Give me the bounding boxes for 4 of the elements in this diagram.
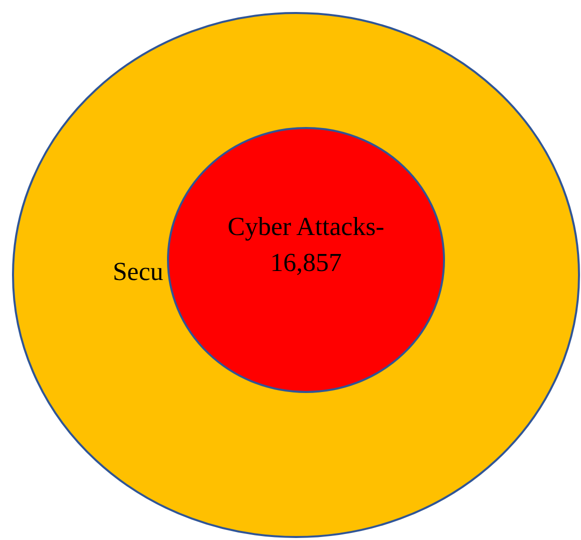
ring-label: Cyber Attacks- 16,857: [226, 211, 386, 279]
inner-circle: [167, 127, 445, 393]
outer-ellipse: [12, 12, 580, 538]
ring-label: Secu: [112, 256, 164, 288]
